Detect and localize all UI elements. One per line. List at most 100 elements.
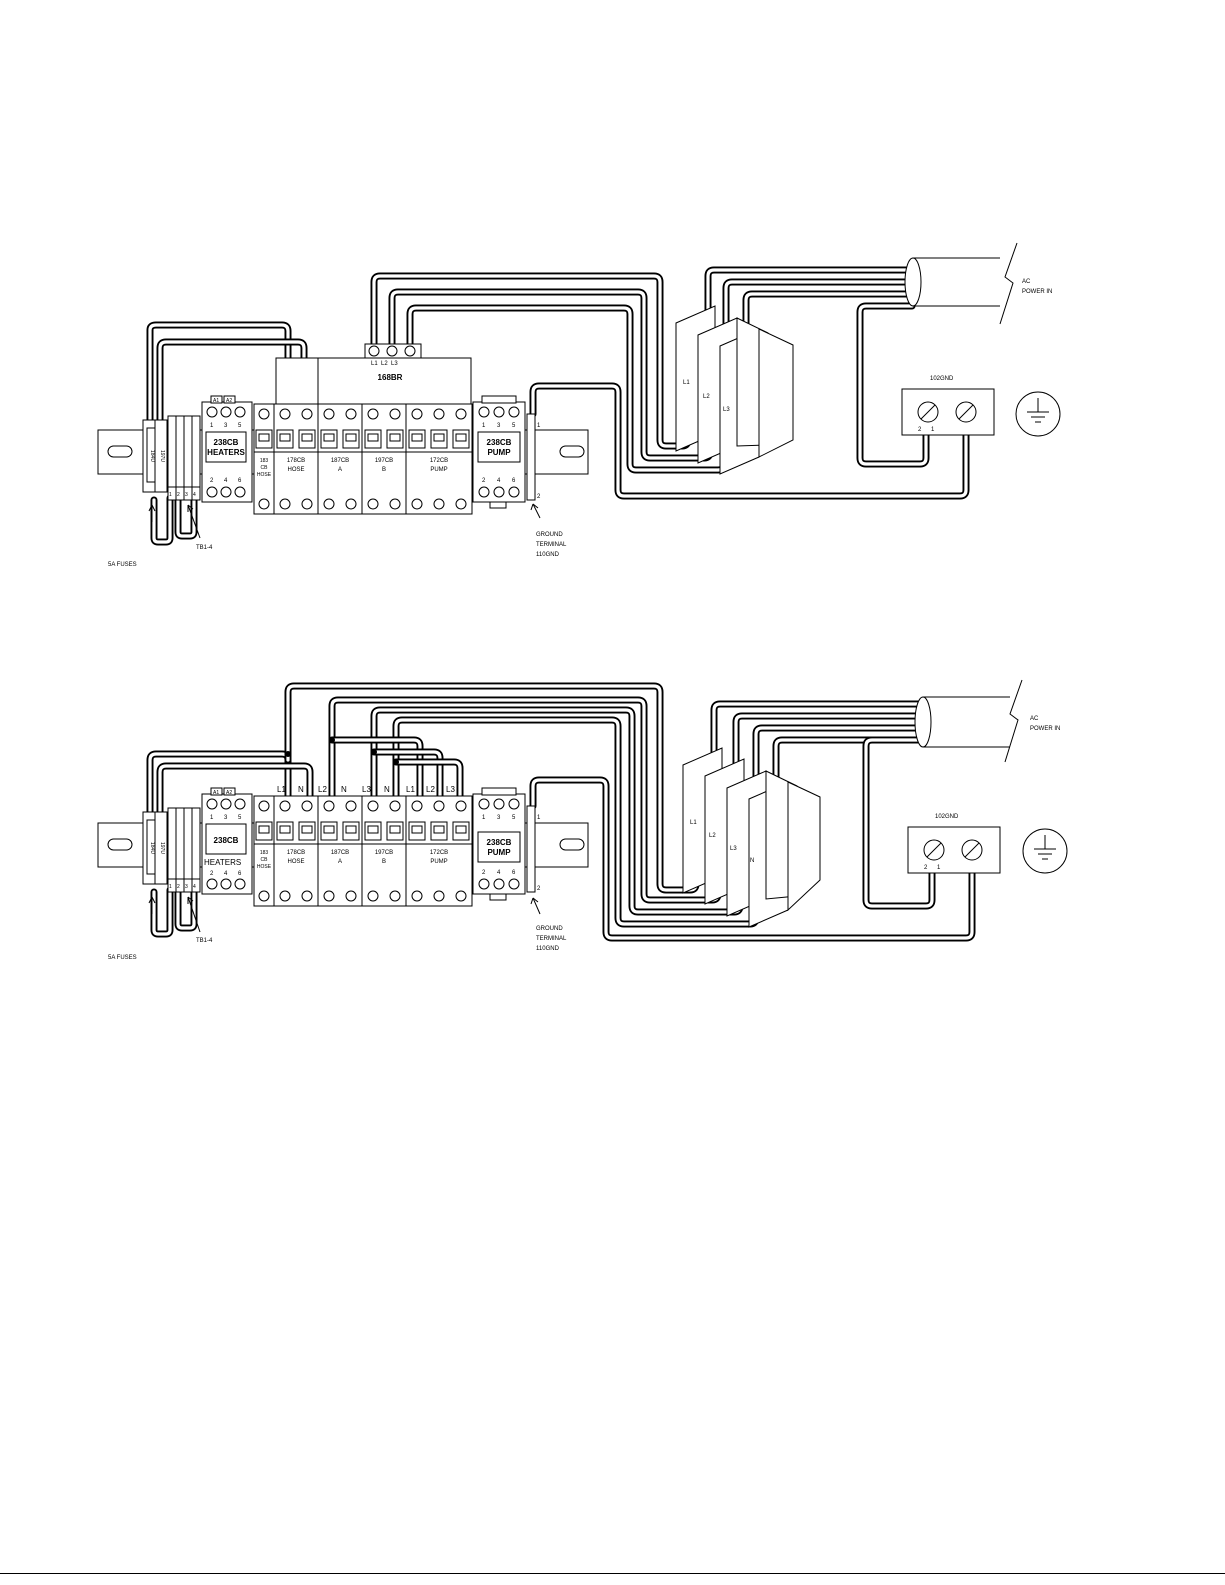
disconnect-phase-label: L1 [683,380,690,386]
wire [150,886,174,938]
bank-phase-label: L2 [381,361,388,367]
wire-core [176,498,196,538]
breaker-name: PUMP [430,859,447,865]
ground-block-102gnd: 102GND 2 1 [907,814,1001,874]
breaker-name: 172CB [430,850,448,856]
ground-terminal-label: 110GND [536,552,560,558]
contactor-under-name: HEATERS [204,858,241,867]
terminal-label: 5 [238,423,242,429]
tb-mark: 3 [185,492,188,498]
bank-phase-label: L1 [371,361,378,367]
wire-harness [146,682,976,942]
ac-label: AC [1022,279,1031,285]
tb-mark: 1 [169,884,172,890]
breaker-name: HOSE [257,864,272,870]
breaker-name: 178CB [287,850,305,856]
wire [862,736,936,910]
coil-terminal-label: A2 [226,790,232,796]
terminal-label: 1 [482,423,486,429]
diagram-single-phase: 184U 197U 1 2 3 4 A1 A2 1 3 5 238CB [97,679,1068,961]
breaker-name: A [338,467,342,473]
contactor-238cb-heaters: A1 A2 1 3 5 238CB HEATERS 2 4 6 [201,787,253,895]
terminal-label: 2 [210,478,214,484]
breaker-name: HOSE [287,859,304,865]
breaker-name: B [382,859,386,865]
fuse-holder-label: 197U [159,842,165,854]
bank-phase-label: L3 [391,361,398,367]
wire-top-label: L3 [446,785,455,794]
wire-core [152,496,172,544]
earth-ground-icon [1022,828,1068,874]
tb-label: TB1-4 [196,938,213,944]
contactor-name: 238CB [214,438,239,447]
rail-term-label: 2 [537,494,541,500]
breaker-name: 183 [260,850,269,856]
terminal-label: 2 [482,870,486,876]
disconnect-phase-label: L2 [709,833,716,839]
breaker-name: HOSE [257,472,272,478]
wire-core [176,890,196,930]
wire-core [744,292,914,342]
ac-power-cable: AC POWER IN [904,242,1052,325]
contactor-name: 238CB [487,438,512,447]
terminal-label: 4 [497,478,501,484]
terminal-label: 6 [238,871,242,877]
earth-ground-icon [1015,391,1061,437]
wire-core [774,738,924,794]
wire-core [394,760,462,798]
terminal-block-tb1-4: 1 2 3 4 [167,807,201,893]
disconnect-phase-label: L1 [690,820,697,826]
ground-block-term: 2 [918,427,922,433]
disconnect-switch: L1 L2 L3 [675,305,794,475]
terminal-label: 5 [512,815,516,821]
breaker-name: 172CB [430,458,448,464]
ground-terminal-110gnd: 1 2 GROUND TERMINAL 110GND [526,413,567,558]
wire-top-label: L1 [277,785,286,794]
ground-block-label: 102GND [935,814,959,820]
coil-terminal-label: A1 [213,398,219,404]
breaker-name: CB [261,465,269,471]
disconnect-phase-label: N [750,858,754,864]
ac-label: AC [1030,716,1039,722]
tb-mark: 3 [185,884,188,890]
ground-block-102gnd: 102GND 2 1 [901,376,995,436]
ground-block-term: 1 [931,427,935,433]
contactor-name: PUMP [487,848,511,857]
disconnect-phase-label: L3 [730,846,737,852]
wire-core [531,384,968,498]
breaker-bank-168br: 168BR L1 L2 L3 [275,343,472,405]
ground-block-term: 1 [937,865,941,871]
wire-core [286,684,698,892]
disconnect-phase-label: L3 [723,407,730,413]
contactor-name: HEATERS [207,448,245,457]
ground-block-term: 2 [924,865,928,871]
breaker-name: HOSE [287,467,304,473]
wire [752,724,926,786]
terminal-label: 6 [512,478,516,484]
terminal-label: 5 [238,815,242,821]
breaker-name: B [382,467,386,473]
wire-top-label: L2 [318,785,327,794]
tb-label: TB1-4 [196,545,213,551]
tb-mark: 2 [177,884,180,890]
terminal-label: 5 [512,423,516,429]
contactor-238cb-pump: 1 3 5 238CB PUMP 2 4 6 [472,787,526,901]
breaker-name: 187CB [331,458,349,464]
contactor-name: 238CB [487,838,512,847]
ground-terminal-label: TERMINAL [536,936,567,942]
rail-term-label: 1 [537,815,541,821]
wire-core [858,304,928,466]
ac-label: POWER IN [1030,726,1060,732]
junction-dot [285,751,291,757]
terminal-label: 1 [210,815,214,821]
breaker-name: 183 [260,458,269,464]
contactor-name: PUMP [487,448,511,457]
wire-top-label: L3 [362,785,371,794]
terminal-label: 3 [224,815,228,821]
wire-core [158,340,306,422]
